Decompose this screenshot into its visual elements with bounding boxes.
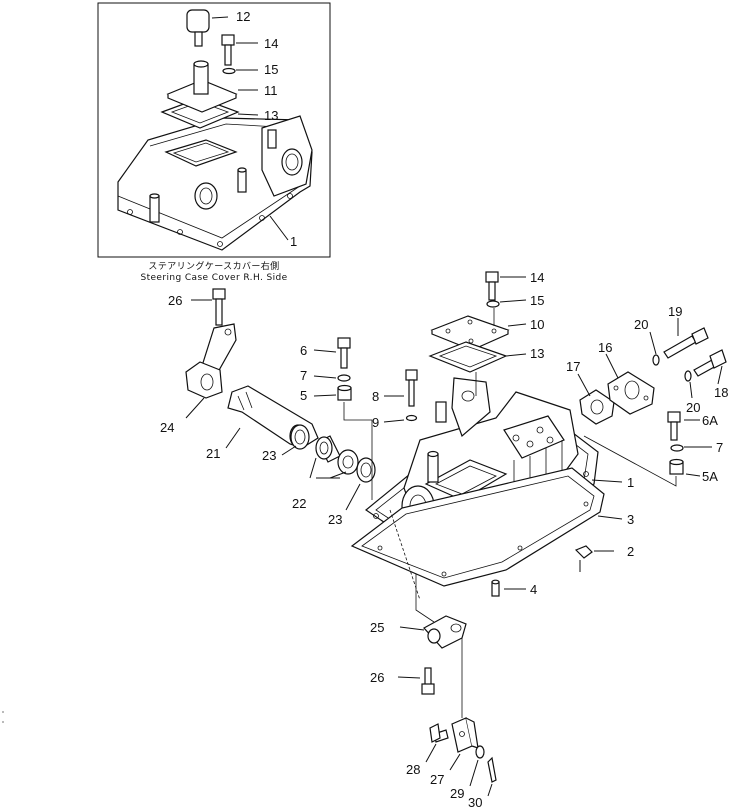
collar-22-right [337, 449, 359, 475]
callout-22: 22 [292, 496, 306, 511]
callout-19: 19 [668, 304, 682, 319]
bolt-6A [667, 411, 681, 441]
callout-18: 18 [714, 385, 728, 400]
inset-frame [97, 2, 331, 258]
callout-21: 21 [206, 446, 220, 461]
callout-5: 5 [300, 388, 307, 403]
washer-7-right [670, 444, 684, 452]
callout-27: 27 [430, 772, 444, 787]
inset-cap-plate [166, 60, 238, 113]
callout-13: 13 [530, 346, 544, 361]
bolt-14 [485, 271, 499, 301]
callout-28: 28 [406, 762, 420, 777]
block-27 [451, 717, 479, 753]
spacer-5A [669, 458, 684, 475]
flange-16 [607, 371, 655, 415]
callout-3: 3 [627, 512, 634, 527]
callout-14-inset: 14 [264, 36, 278, 51]
bolt-26-top [212, 288, 226, 326]
callout-6: 6 [300, 343, 307, 358]
callout-9: 9 [372, 415, 379, 430]
bolt-28 [429, 723, 449, 743]
bolt-6 [337, 337, 351, 369]
callout-7: 7 [300, 368, 307, 383]
inset-caption-jp: ステアリングケースカバー右側 [148, 260, 279, 272]
callout-23-right: 23 [328, 512, 342, 527]
callout-1: 1 [627, 475, 634, 490]
spacer-5 [337, 384, 352, 401]
callout-17: 17 [566, 359, 580, 374]
callout-4: 4 [530, 582, 537, 597]
washer-29 [475, 745, 485, 759]
callout-20-bottom: 20 [686, 400, 700, 415]
inset-breather [186, 9, 210, 47]
callout-23-left: 23 [262, 448, 276, 463]
bolt-19 [663, 327, 709, 359]
plug-2 [574, 545, 593, 559]
gasket-17 [579, 389, 615, 425]
dowel-pin-4 [491, 579, 500, 597]
gasket-13 [428, 341, 508, 373]
callout-29: 29 [450, 786, 464, 801]
washer-15 [486, 300, 500, 308]
bolt-18 [693, 349, 727, 377]
bearing-23-right [356, 457, 376, 483]
callout-14: 14 [530, 270, 544, 285]
callout-11-inset: 11 [264, 83, 278, 98]
callout-26-bottom: 26 [370, 670, 384, 685]
inset-steering-case-cover [117, 115, 313, 251]
callout-15-inset: 15 [264, 62, 278, 77]
collar-22-left [315, 435, 341, 463]
callout-6A: 6A [702, 413, 718, 428]
washer-20-bottom [684, 370, 692, 382]
bolt-26-bottom [421, 667, 435, 695]
inset-bolt [221, 34, 236, 75]
pin-30 [487, 756, 497, 783]
inset-caption-en: Steering Case Cover R.H. Side [140, 273, 287, 283]
callout-25: 25 [370, 620, 384, 635]
bearing-23-left [290, 424, 310, 450]
callout-30: 30 [468, 795, 482, 809]
callout-1-inset: 1 [290, 234, 297, 249]
callout-16: 16 [598, 340, 612, 355]
callout-8: 8 [372, 389, 379, 404]
gasket-3 [350, 467, 605, 587]
callout-20-top: 20 [634, 317, 648, 332]
washer-20-top [652, 354, 660, 366]
lever-25 [423, 615, 467, 649]
callout-26-top: 26 [168, 293, 182, 308]
callout-15: 15 [530, 293, 544, 308]
callout-10: 10 [530, 317, 544, 332]
callout-13-inset: 13 [264, 108, 278, 123]
callout-5A: 5A [702, 469, 718, 484]
callout-7-right: 7 [716, 440, 723, 455]
lever-24 [185, 323, 237, 399]
callout-12-inset: 12 [236, 9, 250, 24]
callout-2: 2 [627, 544, 634, 559]
bolt-8 [405, 369, 418, 422]
callout-24: 24 [160, 420, 174, 435]
washer-7 [337, 374, 351, 382]
